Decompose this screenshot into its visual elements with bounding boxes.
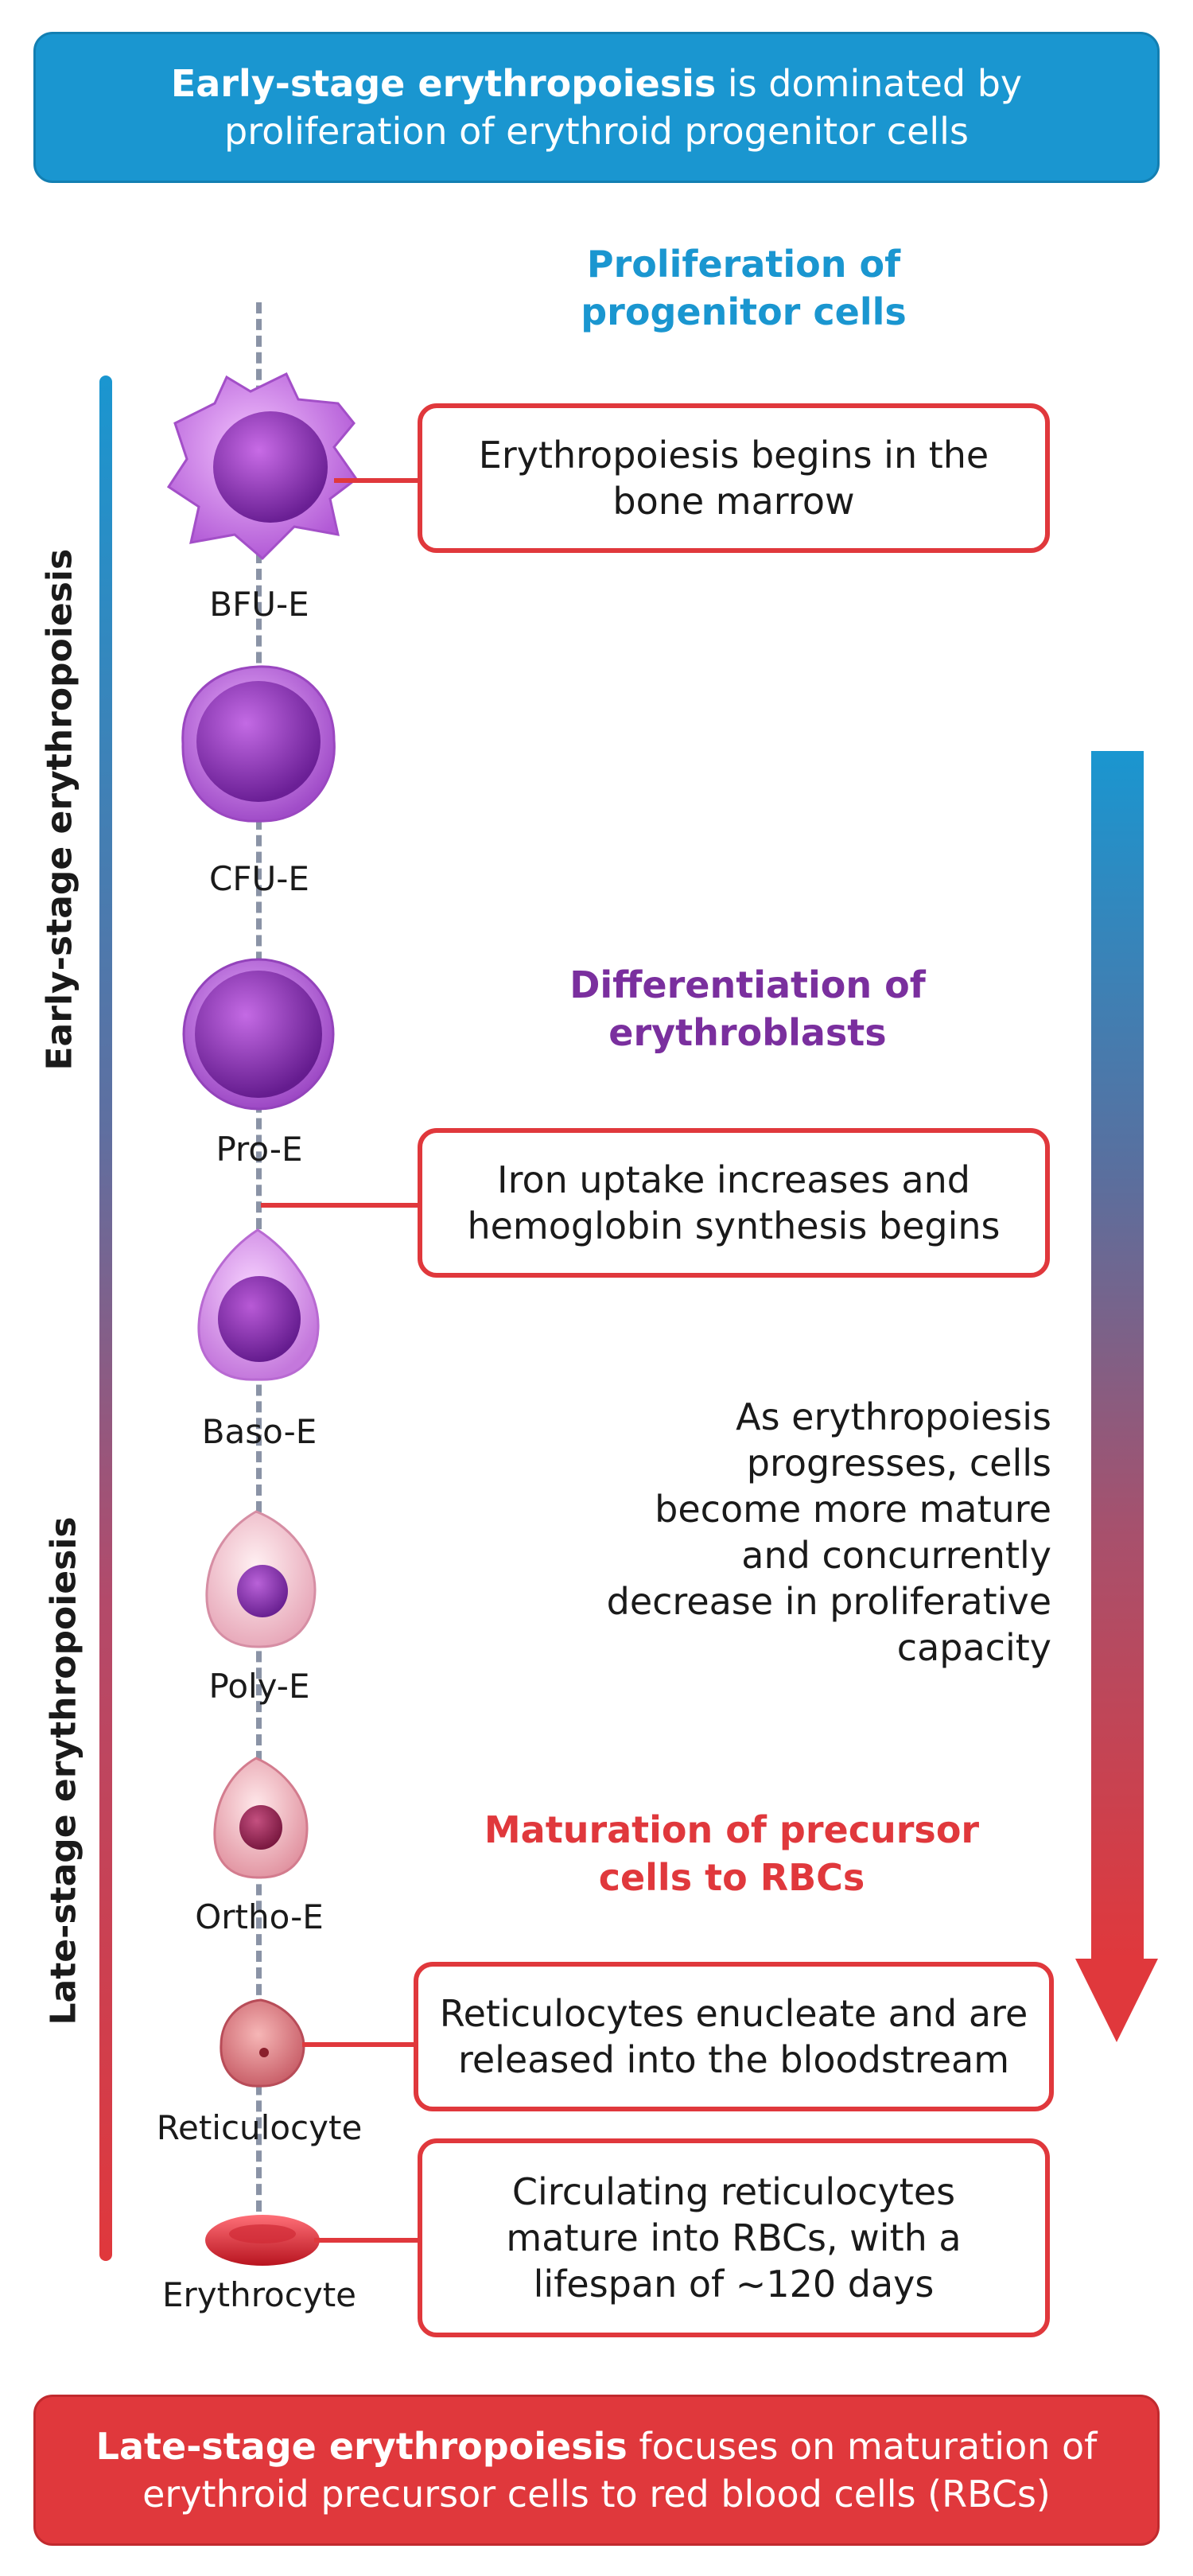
maturation-heading: Maturation of precursor cells to RBCs <box>484 1808 980 1899</box>
note-reticulocytes-text: Reticulocytes enucleate and are released… <box>439 1992 1028 2081</box>
cell-label-reticulocyte: Reticulocyte <box>156 2108 363 2147</box>
bfu-e-cell-icon <box>166 372 359 561</box>
note-bone-marrow-text: Erythropoiesis begins in the bone marrow <box>478 434 989 523</box>
connector-reticulocytes <box>302 2042 420 2047</box>
top-banner-rest: is dominated by proliferation of erythro… <box>224 62 1023 153</box>
progression-arrow-head-icon <box>1075 1959 1158 2042</box>
poly-e-cell-icon <box>205 1510 317 1648</box>
cell-label-pro-e: Pro-E <box>216 1130 303 1169</box>
differentiation-heading: Differentiation of erythroblasts <box>569 963 926 1054</box>
connector-bone-marrow <box>334 478 420 483</box>
note-iron-uptake: Iron uptake increases and hemoglobin syn… <box>418 1128 1050 1278</box>
note-circulating-text: Circulating reticulocytes mature into RB… <box>506 2170 962 2306</box>
stage-gradient-bar <box>99 376 112 2261</box>
cell-label-erythrocyte: Erythrocyte <box>161 2275 357 2314</box>
progression-arrow-shaft <box>1091 751 1144 1960</box>
baso-e-cell-icon <box>197 1228 320 1381</box>
late-stage-label: Late-stage erythropoiesis <box>43 1516 84 2025</box>
connector-circulating <box>314 2238 420 2243</box>
bottom-banner: Late-stage erythropoiesis focuses on mat… <box>33 2395 1160 2546</box>
cell-label-cfu-e: CFU-E <box>209 859 309 898</box>
bottom-banner-text: Late-stage erythropoiesis focuses on mat… <box>68 2422 1125 2518</box>
connector-iron <box>261 1203 420 1208</box>
note-circulating: Circulating reticulocytes mature into RB… <box>418 2138 1050 2337</box>
bottom-banner-bold: Late-stage erythropoiesis <box>95 2425 628 2468</box>
erythrocyte-cell-icon <box>205 2215 320 2266</box>
top-banner-bold: Early-stage erythropoiesis <box>170 62 717 105</box>
bottom-banner-rest: focuses on maturation of erythroid precu… <box>142 2425 1098 2516</box>
note-iron-uptake-text: Iron uptake increases and hemoglobin syn… <box>467 1158 1001 1247</box>
proliferation-heading: Proliferation of progenitor cells <box>581 243 907 333</box>
note-bone-marrow: Erythropoiesis begins in the bone marrow <box>418 403 1050 553</box>
note-reticulocytes: Reticulocytes enucleate and are released… <box>414 1962 1054 2111</box>
ortho-e-cell-icon <box>213 1757 309 1879</box>
early-stage-label: Early-stage erythropoiesis <box>39 548 80 1071</box>
cell-label-poly-e: Poly-E <box>208 1667 310 1706</box>
cell-label-baso-e: Baso-E <box>201 1412 317 1451</box>
reticulocyte-cell-icon <box>220 1998 305 2088</box>
cfu-e-cell-icon <box>181 665 336 823</box>
cell-label-ortho-e: Ortho-E <box>195 1897 324 1936</box>
progression-text: As erythropoiesis progresses, cells beco… <box>606 1395 1051 1669</box>
top-banner: Early-stage erythropoiesis is dominated … <box>33 32 1160 183</box>
pro-e-cell-icon <box>182 958 335 1111</box>
cell-label-bfu-e: BFU-E <box>209 585 309 624</box>
top-banner-text: Early-stage erythropoiesis is dominated … <box>68 60 1125 155</box>
